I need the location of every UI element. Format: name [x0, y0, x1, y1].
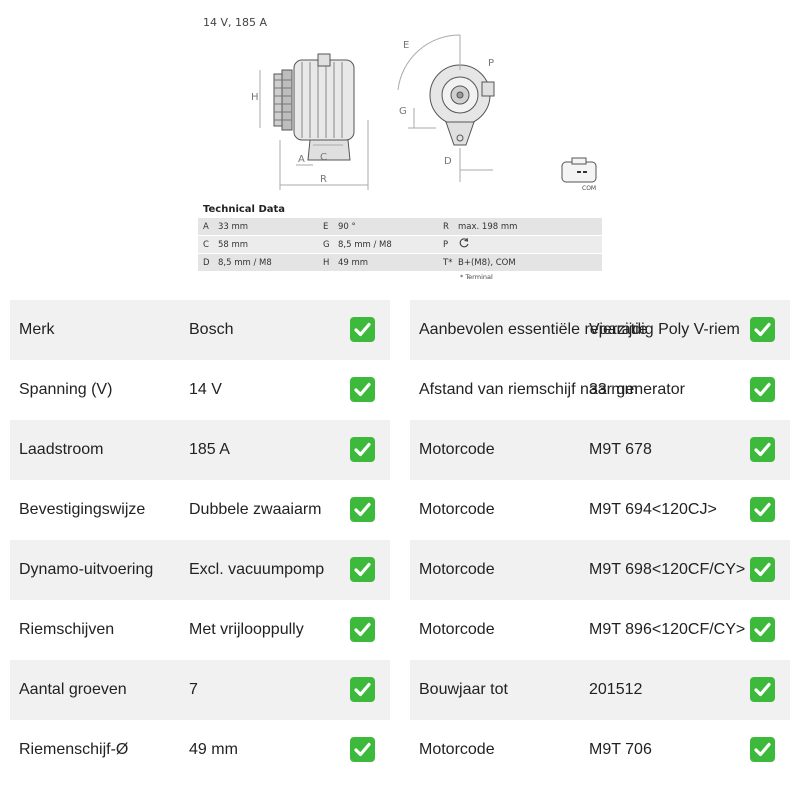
spec-row: Aantal groeven 7 [10, 660, 390, 720]
check-icon [750, 557, 775, 582]
dim-label-a: A [298, 154, 305, 165]
dim-label-c: C [320, 152, 327, 163]
spec-value: Vierzijdig Poly V-riem [589, 321, 740, 338]
spec-value: 185 A [189, 441, 230, 458]
check-icon [350, 677, 375, 702]
spec-label: Bevestigingswijze [19, 501, 146, 518]
spec-row: Motorcode M9T 694<120CJ> [410, 480, 790, 540]
technical-data-title: Technical Data [203, 204, 286, 215]
spec-label: Bouwjaar tot [419, 681, 508, 698]
dim-label-e: E [403, 40, 409, 51]
dim-label-d: D [444, 156, 452, 167]
spec-value: Excl. vacuumpomp [189, 561, 325, 578]
terminal-footnote: * Terminal [460, 273, 493, 281]
check-icon [750, 377, 775, 402]
check-icon [350, 617, 375, 642]
spec-label: Aantal groeven [19, 681, 127, 698]
table-row: D 8,5 mm / M8 H 49 mm T* B+(M8), COM [198, 253, 602, 271]
table-row: C 58 mm G 8,5 mm / M8 P [198, 235, 602, 254]
spec-row: Motorcode M9T 706 [410, 720, 790, 780]
spec-value: 7 [189, 681, 198, 698]
dim-label-g: G [399, 106, 407, 117]
check-icon [350, 317, 375, 342]
check-icon [750, 497, 775, 522]
dim-label-r: R [320, 174, 327, 185]
alternator-diagram: H C A R E P G D COM [251, 34, 597, 192]
spec-row: Motorcode M9T 896<120CF/CY> [410, 600, 790, 660]
drawing-title: 14 V, 185 A [203, 16, 268, 29]
connector-label: COM [582, 185, 596, 192]
check-icon [750, 437, 775, 462]
spec-label: Merk [19, 321, 55, 338]
rotation-icon [453, 235, 602, 254]
spec-value: 33 mm [589, 381, 638, 398]
spec-value: 14 V [189, 381, 222, 398]
spec-label: Afstand van riemschijf naar generator [419, 381, 685, 398]
spec-value: M9T 706 [589, 741, 652, 758]
check-icon [750, 617, 775, 642]
spec-label: Riemschijven [19, 621, 115, 638]
dim-label-p: P [488, 58, 494, 69]
spec-value: Met vrijlooppully [189, 621, 304, 638]
check-icon [350, 377, 375, 402]
spec-label: Riemenschijf-Ø [19, 741, 129, 758]
spec-value: M9T 678 [589, 441, 652, 458]
spec-value: 201512 [589, 681, 643, 698]
spec-label: Dynamo-uitvoering [19, 561, 154, 578]
spec-value: Bosch [189, 321, 234, 338]
spec-row: Laadstroom 185 A [10, 420, 390, 480]
product-drawing: 14 V, 185 A [198, 10, 608, 285]
spec-row: Spanning (V) 14 V [10, 360, 390, 420]
spec-row: Riemenschijf-Ø 49 mm [10, 720, 390, 780]
spec-value: M9T 694<120CJ> [589, 501, 717, 518]
spec-value: M9T 698<120CF/CY> [589, 561, 746, 578]
check-icon [350, 437, 375, 462]
spec-row: Motorcode M9T 678 [410, 420, 790, 480]
spec-value: 49 mm [189, 741, 238, 758]
spec-label: Motorcode [419, 741, 495, 758]
check-icon [750, 737, 775, 762]
spec-row: Riemschijven Met vrijlooppully [10, 600, 390, 660]
table-row: A 33 mm E 90 ° R max. 198 mm [198, 217, 602, 236]
spec-row: Bouwjaar tot 201512 [410, 660, 790, 720]
spec-row: Bevestigingswijze Dubbele zwaaiarm [10, 480, 390, 540]
spec-value: M9T 896<120CF/CY> [589, 621, 746, 638]
spec-row: Merk Bosch [10, 300, 390, 360]
spec-label: Motorcode [419, 561, 495, 578]
check-icon [750, 317, 775, 342]
dim-label-h: H [251, 92, 259, 103]
spec-value: Dubbele zwaaiarm [189, 501, 322, 518]
spec-label: Laadstroom [19, 441, 104, 458]
check-icon [350, 497, 375, 522]
spec-row: Dynamo-uitvoering Excl. vacuumpomp [10, 540, 390, 600]
spec-row: Motorcode M9T 698<120CF/CY> [410, 540, 790, 600]
spec-label: Motorcode [419, 501, 495, 518]
spec-label: Motorcode [419, 441, 495, 458]
spec-label: Motorcode [419, 621, 495, 638]
technical-data-table: A 33 mm E 90 ° R max. 198 mm C 58 mm G 8… [198, 217, 602, 271]
spec-label: Aanbevolen essentiële reparatie [419, 321, 648, 338]
spec-label: Spanning (V) [19, 381, 113, 398]
check-icon [350, 737, 375, 762]
check-icon [350, 557, 375, 582]
check-icon [750, 677, 775, 702]
